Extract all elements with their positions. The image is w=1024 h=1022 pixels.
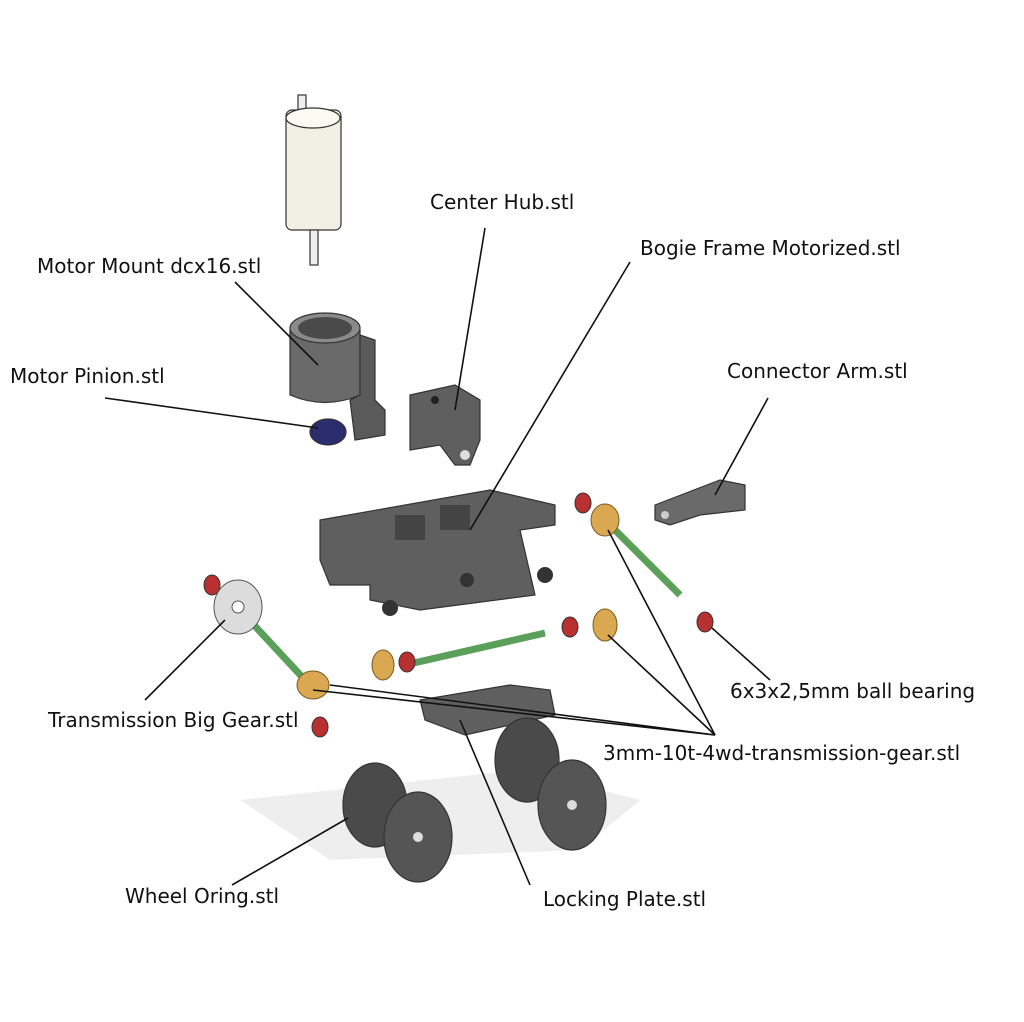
- bogie-frame: [319, 489, 556, 616]
- label-motor-mount: Motor Mount dcx16.stl: [37, 254, 261, 278]
- connector-arm: [654, 479, 746, 526]
- transmission-gears: [296, 503, 620, 700]
- motor: [285, 94, 342, 266]
- label-locking-plate: Locking Plate.stl: [543, 887, 706, 911]
- motor-pinion: [309, 418, 347, 446]
- motor-mount: [289, 312, 386, 441]
- axle: [404, 629, 546, 669]
- label-transmission-gear: 3mm-10t-4wd-transmission-gear.stl: [603, 741, 960, 765]
- label-transmission-big-gear: Transmission Big Gear.stl: [47, 708, 299, 732]
- wheelsets: [342, 717, 607, 883]
- label-connector-arm: Connector Arm.stl: [727, 359, 908, 383]
- ball-bearings: [203, 492, 714, 738]
- label-motor-pinion: Motor Pinion.stl: [10, 364, 165, 388]
- center-hub: [409, 384, 481, 466]
- leader-lines: [104, 227, 771, 886]
- axle: [607, 522, 683, 598]
- label-wheel-oring: Wheel Oring.stl: [125, 884, 279, 908]
- label-bogie-frame: Bogie Frame Motorized.stl: [640, 236, 901, 260]
- label-ball-bearing: 6x3x2,5mm ball bearing: [730, 679, 975, 703]
- label-center-hub: Center Hub.stl: [430, 190, 574, 214]
